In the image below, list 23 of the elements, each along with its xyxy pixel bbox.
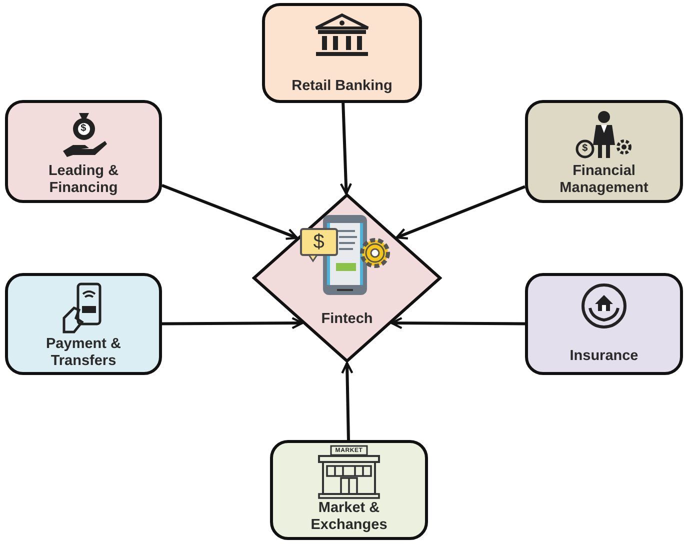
decision-diamond (252, 193, 442, 363)
node-label: Market & Exchanges (310, 500, 388, 534)
arrow (340, 102, 352, 195)
category-box (270, 440, 428, 540)
node-label: Insurance (570, 348, 638, 365)
category-box (5, 273, 162, 375)
arrow (341, 362, 354, 440)
arrow (396, 185, 526, 240)
node-label: Retail Banking (292, 78, 392, 95)
arrow (161, 184, 298, 240)
node-label: Financial Management (558, 163, 650, 197)
category-box (525, 100, 683, 203)
node-label: Payment & Transfers (45, 336, 122, 370)
node-label: Fintech (321, 311, 373, 328)
dollar-sign: $ (582, 144, 588, 154)
dollar-sign: $ (80, 124, 86, 134)
category-box (525, 273, 683, 375)
category-box (5, 100, 162, 203)
category-box (262, 3, 422, 103)
arrow (390, 316, 525, 330)
dollar-sign: $ (313, 232, 325, 252)
node-label: Leading & Financing (47, 163, 120, 197)
arrow (162, 316, 304, 330)
